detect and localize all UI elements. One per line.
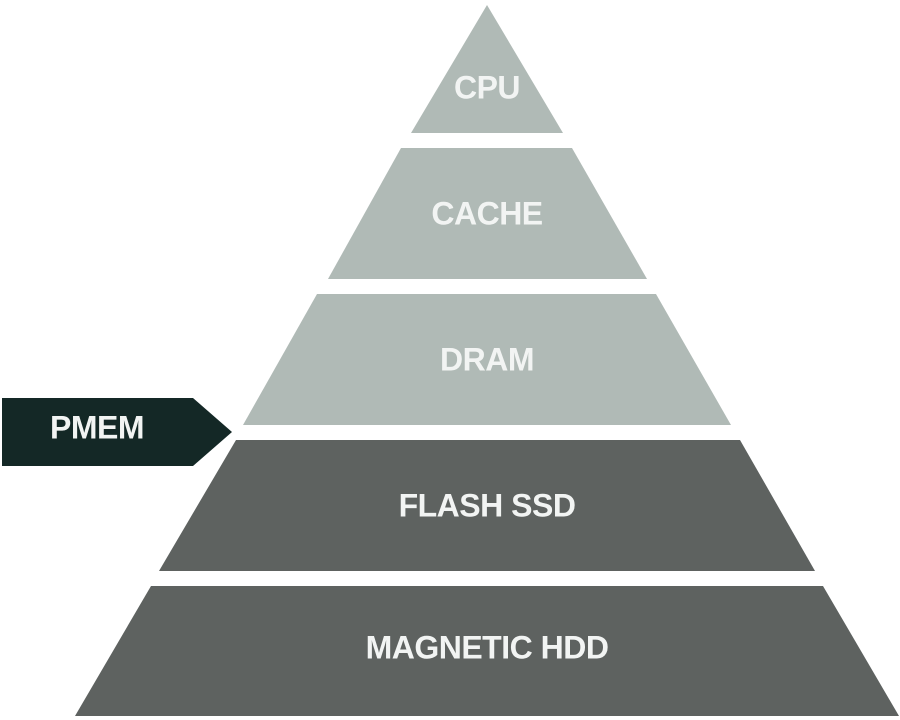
- tier-cache-shape: [328, 148, 647, 279]
- pmem-arrow-shape: [2, 398, 232, 466]
- tier-flash-ssd: FLASH SSD: [159, 440, 815, 571]
- tier-cpu: CPU: [411, 5, 563, 133]
- tier-dram: DRAM: [243, 294, 731, 425]
- tier-cpu-label: CPU: [454, 69, 520, 105]
- tier-cache: CACHE: [328, 148, 647, 279]
- pmem-pointer: PMEM: [2, 398, 232, 466]
- tier-flash-ssd-label: FLASH SSD: [399, 487, 576, 523]
- tier-dram-shape: [243, 294, 731, 425]
- tier-magnetic-hdd: MAGNETIC HDD: [75, 586, 899, 716]
- tier-cpu-shape: [411, 5, 563, 133]
- pmem-label: PMEM: [50, 409, 144, 445]
- tier-magnetic-hdd-label: MAGNETIC HDD: [366, 629, 609, 665]
- tier-flash-ssd-shape: [159, 440, 815, 571]
- tier-magnetic-hdd-shape: [75, 586, 899, 716]
- tier-dram-label: DRAM: [440, 341, 534, 377]
- tier-cache-label: CACHE: [431, 195, 542, 231]
